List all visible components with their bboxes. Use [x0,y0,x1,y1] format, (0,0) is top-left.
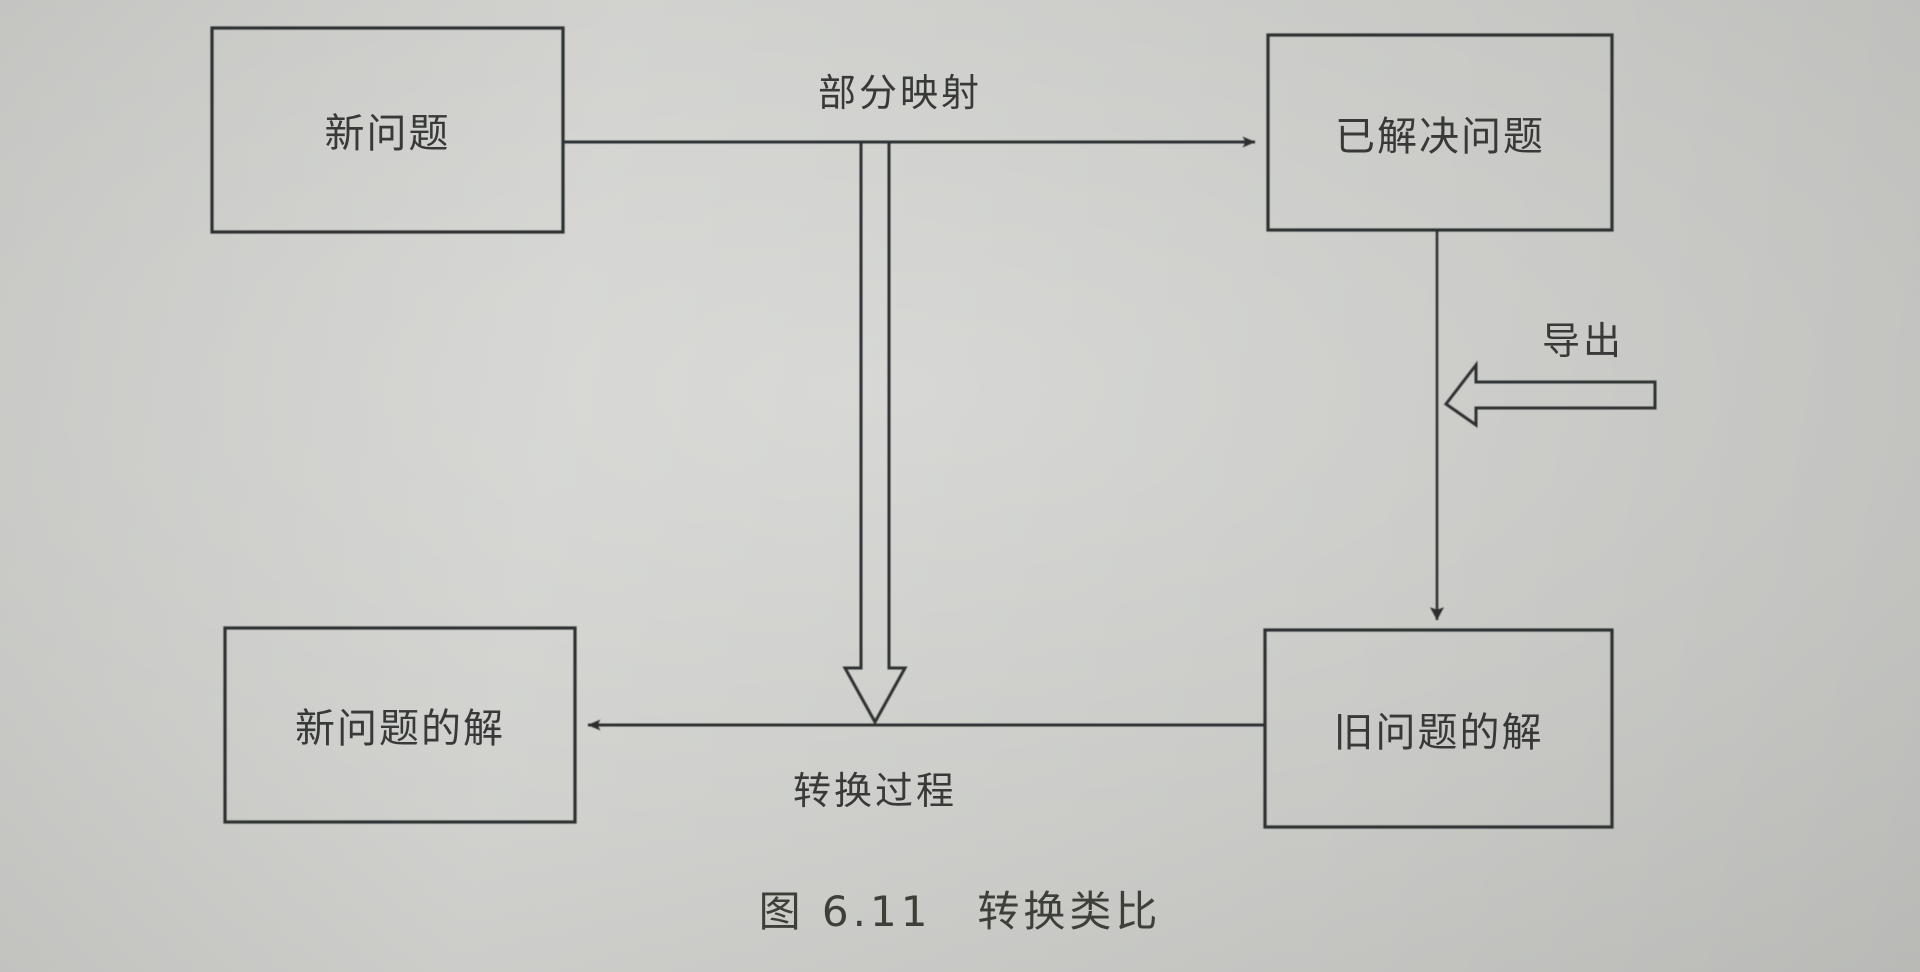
edge-label-derive-text: 导出 [1541,319,1624,363]
node-label-new-solution-text: 新问题的解 [295,706,505,752]
node-label-new-solution: 新问题的解 [225,628,575,822]
node-label-new-problem: 新问题 [212,28,563,232]
node-box-new-problem [210,26,565,234]
edge-label-partial-mapping-text: 部分映射 [817,71,982,115]
node-label-solved-problem-text: 已解决问题 [1335,113,1545,160]
edge-label-transform-process: 转换过程 [745,760,1005,815]
edge-label-derive: 导出 [1508,310,1658,365]
node-box-old-solution [1263,628,1614,829]
node-label-old-solution: 旧问题的解 [1265,630,1612,827]
node-label-solved-problem: 已解决问题 [1268,35,1612,230]
figure-caption-text: 图 6.11 转换类比 [758,887,1162,936]
edge-derive-block-arrow [1443,360,1657,428]
node-box-solved-problem [1266,33,1614,232]
node-label-old-solution-text: 旧问题的解 [1333,709,1544,756]
node-label-new-problem-text: 新问题 [324,111,451,157]
edge-label-partial-mapping: 部分映射 [770,62,1030,117]
node-box-new-solution [223,626,577,824]
figure-caption: 图 6.11 转换类比 [0,878,1920,939]
edge-label-transform-process-text: 转换过程 [792,769,957,813]
edge-transform-process-block-arrow [842,143,908,726]
